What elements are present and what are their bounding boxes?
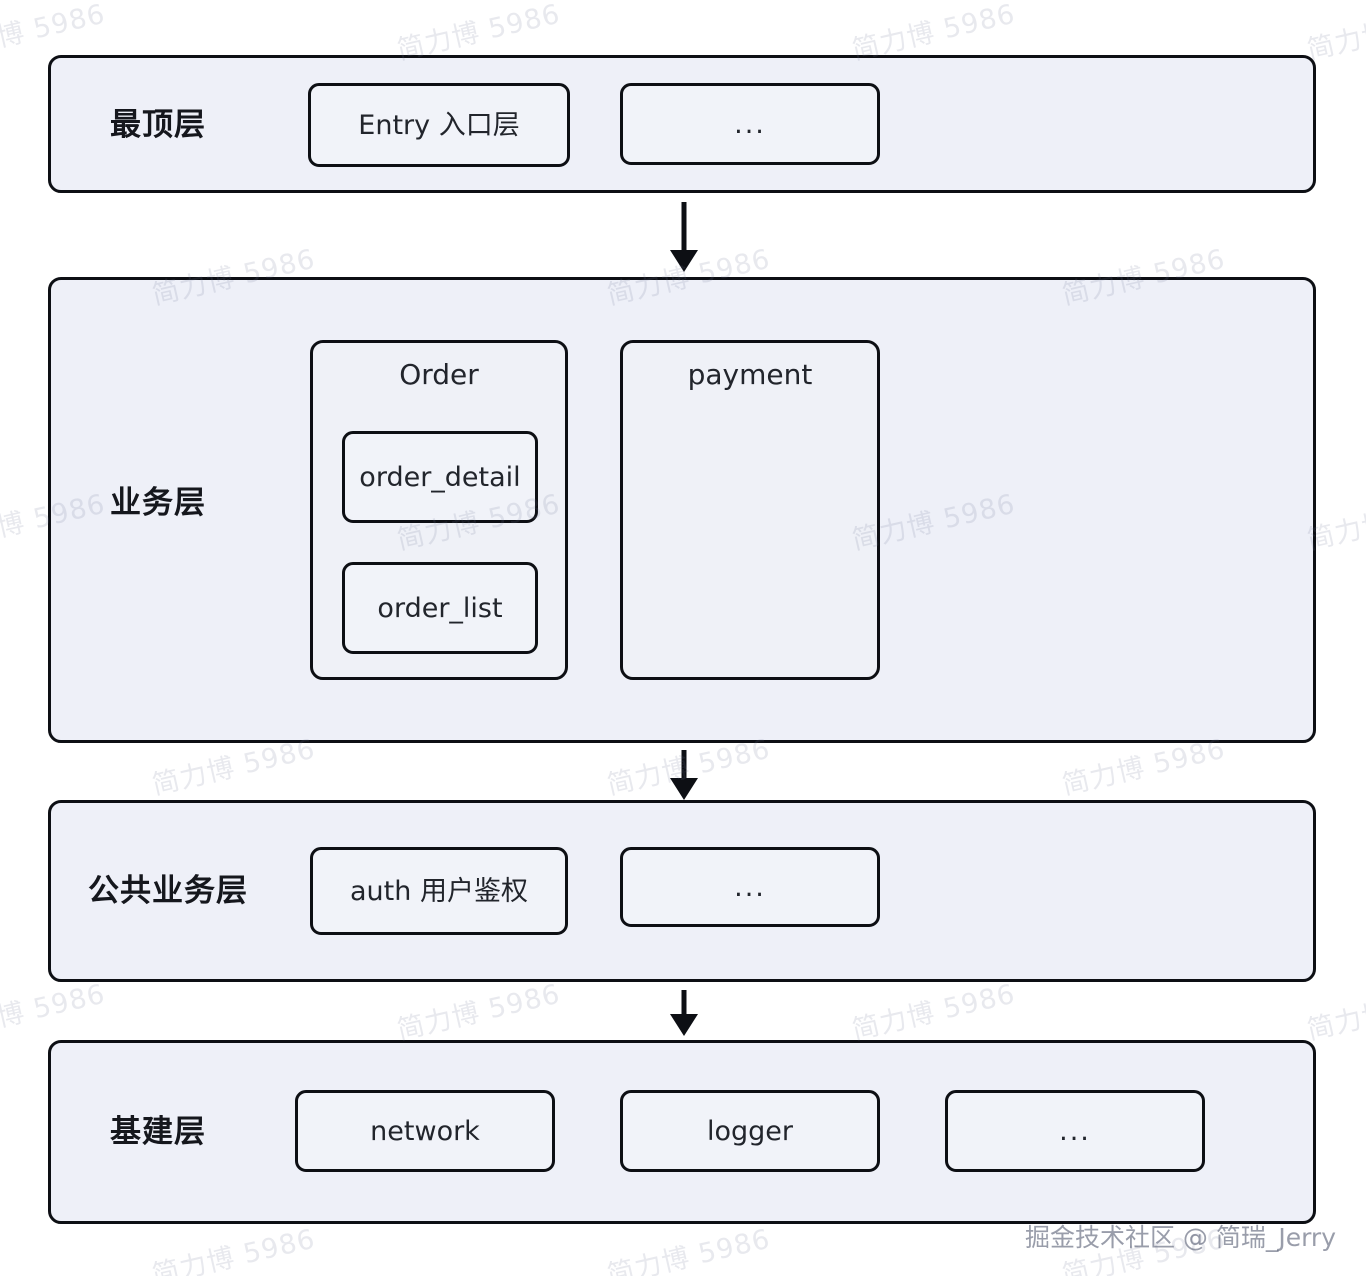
- node-entry[interactable]: Entry 入口层: [308, 83, 570, 167]
- layer-business-label: 业务层: [110, 485, 206, 521]
- layer-common-business-label: 公共业务层: [88, 873, 248, 909]
- arrow-business-to-common: [670, 750, 698, 800]
- node-order-detail[interactable]: order_detail: [342, 431, 538, 523]
- layer-top-label: 最顶层: [110, 107, 206, 143]
- node-logger-label: logger: [706, 1115, 793, 1147]
- node-network-label: network: [370, 1115, 480, 1147]
- node-logger[interactable]: logger: [620, 1090, 880, 1172]
- node-common-more-label: ...: [734, 871, 766, 903]
- node-entry-label: Entry 入口层: [358, 109, 520, 141]
- group-order-label: Order: [399, 358, 479, 391]
- credit-watermark: 掘金技术社区 @ 简瑞_Jerry: [1024, 1223, 1336, 1252]
- node-auth-label: auth 用户鉴权: [350, 875, 528, 907]
- arrow-top-to-business: [670, 202, 698, 272]
- node-common-more[interactable]: ...: [620, 847, 880, 927]
- group-payment[interactable]: payment: [620, 340, 880, 680]
- layer-infrastructure-label: 基建层: [110, 1114, 206, 1150]
- node-network[interactable]: network: [295, 1090, 555, 1172]
- node-order-list[interactable]: order_list: [342, 562, 538, 654]
- node-order-detail-label: order_detail: [359, 461, 521, 493]
- node-top-more[interactable]: ...: [620, 83, 880, 165]
- node-infra-more[interactable]: ...: [945, 1090, 1205, 1172]
- node-infra-more-label: ...: [1059, 1115, 1091, 1147]
- group-payment-label: payment: [687, 358, 813, 391]
- node-top-more-label: ...: [734, 108, 766, 140]
- node-order-list-label: order_list: [377, 592, 503, 624]
- node-auth[interactable]: auth 用户鉴权: [310, 847, 568, 935]
- arrow-common-to-infra: [670, 990, 698, 1036]
